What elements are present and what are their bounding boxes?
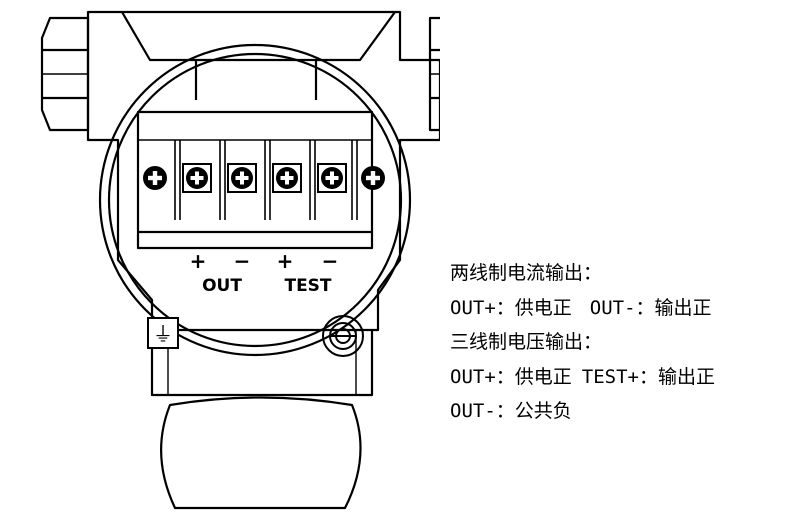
bolt-icon — [322, 315, 364, 357]
three-wire-title-text: 三线制电压输出： — [450, 331, 603, 353]
sensor-dome — [160, 396, 362, 510]
ground-icon: ⏚ — [147, 317, 179, 349]
screw-terminal-icon — [227, 163, 257, 193]
cover-ring-outer — [98, 43, 412, 357]
screw-terminal-icon — [317, 163, 347, 193]
three-wire-detail: OUT+：供电正 TEST+：输出正 — [450, 360, 795, 395]
two-wire-title-text: 两线制电流输出： — [450, 262, 603, 284]
two-wire-detail: OUT+：供电正 OUT-：输出正 — [450, 291, 795, 326]
screw-terminal-icon — [182, 163, 212, 193]
hex-nut-icon — [40, 16, 90, 132]
two-wire-out-minus: OUT-：输出正 — [589, 296, 712, 319]
screw-terminal-icon — [272, 163, 302, 193]
three-wire-out-plus: OUT+：供电正 — [450, 365, 572, 388]
three-wire-out-minus: OUT-：公共负 — [450, 400, 572, 422]
cover-ring-inner — [107, 52, 403, 348]
three-wire-common: OUT-：公共负 — [450, 394, 795, 429]
transmitter-terminal-diagram: + − + − OUT TEST ⏚ — [40, 10, 440, 510]
terminal-group-test: TEST — [284, 276, 331, 296]
screw-terminal-icon — [143, 166, 167, 190]
svg-text:⏚: ⏚ — [153, 322, 173, 346]
terminal-label-plus: + — [277, 249, 294, 273]
three-wire-test-plus: TEST+：输出正 — [581, 365, 715, 388]
screw-terminal-icon — [361, 166, 385, 190]
terminal-label-plus: + — [190, 249, 207, 273]
lower-body — [150, 330, 374, 397]
wiring-notes: 两线制电流输出： OUT+：供电正 OUT-：输出正 三线制电压输出： OUT+：… — [450, 256, 795, 429]
terminal-label-minus: − — [322, 249, 339, 273]
terminal-label-minus: − — [234, 249, 251, 273]
hex-nut-icon — [428, 16, 440, 132]
housing-outline — [86, 10, 440, 332]
two-wire-title: 两线制电流输出： — [450, 256, 795, 291]
two-wire-out-plus: OUT+：供电正 — [450, 296, 572, 319]
terminal-group-out: OUT — [202, 276, 242, 296]
screw-terminals — [143, 163, 385, 193]
three-wire-title: 三线制电压输出： — [450, 325, 795, 360]
